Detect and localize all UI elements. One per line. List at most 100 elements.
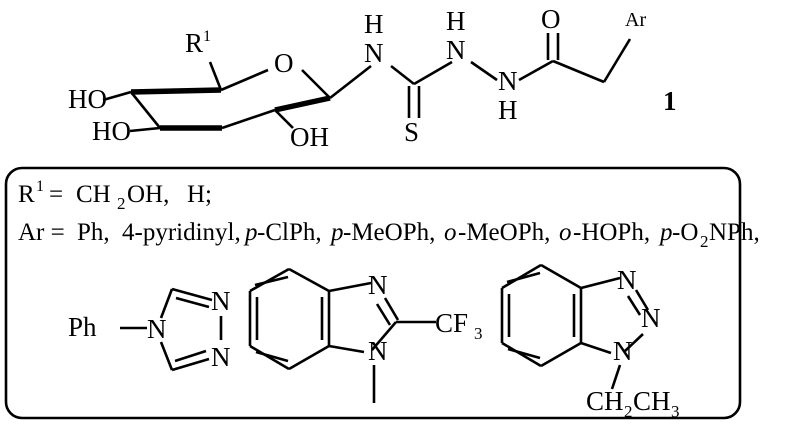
legend-value-ch2oh-sub: 2 — [117, 194, 126, 213]
legend-ar-item-7-sub: 2 — [700, 232, 709, 251]
bond-n2-c1-a — [171, 357, 210, 372]
label-ethyl-ch3: CH — [633, 386, 671, 416]
bond-cs-n2 — [413, 60, 453, 86]
bond-n2-n3 — [470, 60, 498, 82]
substituent-phenyl-triazolyl: Ph N N N — [68, 286, 231, 372]
bond-benzo2-d4 — [255, 350, 289, 363]
bond-benzo3-e6 — [540, 341, 582, 368]
bond-c2-c3 — [221, 108, 276, 130]
legend-value-ch2oh-post: OH, — [127, 181, 169, 208]
bond-c5-c4-rear-bold — [130, 87, 222, 95]
bond-c1-n4 — [159, 341, 174, 371]
bond-c1-c2-bold — [274, 95, 331, 113]
legend-line-1: R 1 = CH 2 OH, H; — [18, 178, 212, 213]
bond-ch2-ar — [602, 38, 632, 83]
bond-n3-n2b-a — [634, 289, 650, 311]
bond-n2-c1-b — [174, 349, 207, 363]
bond-c3a-n3 — [328, 281, 372, 293]
legend-ar-label: Ar = — [18, 219, 65, 246]
legend-ar-item-3-prefix: p — [329, 219, 344, 246]
label-ethyl-ch3-sub: 3 — [671, 402, 680, 421]
bond-c2-n1 — [371, 321, 397, 351]
legend-ar-item-6: -O — [672, 219, 698, 246]
label-aryl: Ar — [625, 9, 646, 31]
bond-benzo2-e2 — [288, 267, 330, 293]
legend-r-superscript: 1 — [36, 178, 44, 195]
bond-n3-c2-a — [383, 297, 400, 321]
pyranose-ring — [129, 68, 331, 131]
legend-ar-item-3: -MeOPh, — [343, 219, 435, 246]
bond-co-ch2 — [552, 59, 605, 84]
label-triazole-n4: N — [147, 314, 167, 344]
label-carbonyl-oxygen: O — [541, 4, 561, 34]
compound-number-label: 1 — [663, 86, 677, 116]
bond-n1b-c7a — [580, 341, 612, 355]
label-nh1-hydrogen: H — [364, 9, 384, 39]
bond-n1b-ethyl — [610, 364, 622, 390]
bond-n3-co — [518, 59, 554, 82]
legend-ar-item-4-prefix: o — [444, 219, 457, 246]
legend-ar-item-8: NPh, — [709, 219, 760, 246]
legend-ar-item-0: Ph, — [77, 219, 110, 246]
legend-r-symbol: R — [18, 181, 35, 208]
label-oh-lower-right: OH — [290, 122, 329, 152]
label-benzotriazole-n2: N — [641, 303, 661, 333]
legend-ar-item-5: -HOPh, — [573, 219, 650, 246]
bond-c5-o5 — [220, 68, 269, 92]
bond-c3-oh-lower — [129, 126, 161, 133]
label-ring-oxygen: O — [274, 48, 294, 78]
bond-c1-n1 — [329, 64, 372, 100]
bond-benzo3-e2 — [540, 263, 582, 290]
label-thione-sulfur: S — [404, 117, 419, 147]
bond-n1-c7a — [328, 344, 365, 354]
legend-ar-item-2: -ClPh, — [257, 219, 322, 246]
bond-c2-oh — [274, 109, 294, 129]
label-benzimidazole-n3: N — [368, 270, 388, 300]
bond-n2b-n1b — [624, 333, 644, 352]
main-structure: R 1 O HO HO OH N H S N — [68, 4, 677, 152]
label-triazole-ph: Ph — [68, 312, 97, 342]
bond-benzo3-e5 — [501, 341, 542, 368]
label-ethyl-ch2-sub: 2 — [624, 402, 633, 421]
bond-n3-c2-b — [375, 303, 392, 326]
label-nh1-nitrogen: N — [364, 38, 384, 68]
label-ho-lower-left: HO — [92, 116, 131, 146]
bond-n1-cs — [390, 64, 415, 86]
bond-benzo2-e3 — [249, 267, 290, 293]
bond-benzo2-d3 — [254, 275, 289, 287]
bond-c4-oh-upper — [102, 90, 132, 102]
label-nh2-nitrogen: N — [446, 35, 466, 65]
legend-equals-1: = — [49, 181, 63, 208]
legend-value-h: H; — [187, 181, 212, 208]
legend-box-border — [4, 166, 742, 420]
bond-c5-n3-a — [171, 287, 213, 302]
bond-c5-r1 — [208, 61, 223, 91]
legend-ar-item-5-prefix: o — [559, 219, 572, 246]
label-benzimidazole-n1: N — [368, 336, 388, 366]
label-triazole-n3: N — [211, 286, 231, 316]
legend-value-ch2oh-pre: CH — [76, 181, 111, 208]
legend-line-2: Ar = Ph, 4-pyridinyl, p -ClPh, p -MeOPh,… — [18, 219, 760, 251]
legend-ar-item-1: 4-pyridinyl, — [122, 219, 241, 246]
label-cf3-text: CF — [435, 308, 468, 338]
bond-n4-c5 — [159, 288, 174, 319]
label-cf3-sub: 3 — [474, 324, 483, 343]
label-nh3-nitrogen: N — [498, 66, 518, 96]
label-triazole-n2: N — [211, 342, 231, 372]
substituent-benzimidazolyl: N N CF 3 — [248, 267, 483, 403]
legend-ar-item-2-prefix: p — [243, 219, 258, 246]
legend-box-frame — [4, 166, 742, 420]
label-r-superscript: 1 — [203, 28, 211, 45]
label-nh3-hydrogen: H — [498, 95, 518, 125]
label-benzotriazole-n3: N — [617, 265, 637, 295]
bond-c5-n3-b — [175, 296, 210, 309]
bond-benzo3-d4 — [507, 347, 541, 360]
bond-n3-n2b-b — [626, 295, 642, 316]
legend-ar-item-6-prefix: p — [658, 219, 673, 246]
label-benzotriazole-n1: N — [613, 336, 633, 366]
label-nh2-hydrogen: H — [446, 6, 466, 36]
label-r-group: R — [185, 28, 203, 58]
bond-benzo2-e5 — [249, 344, 290, 371]
